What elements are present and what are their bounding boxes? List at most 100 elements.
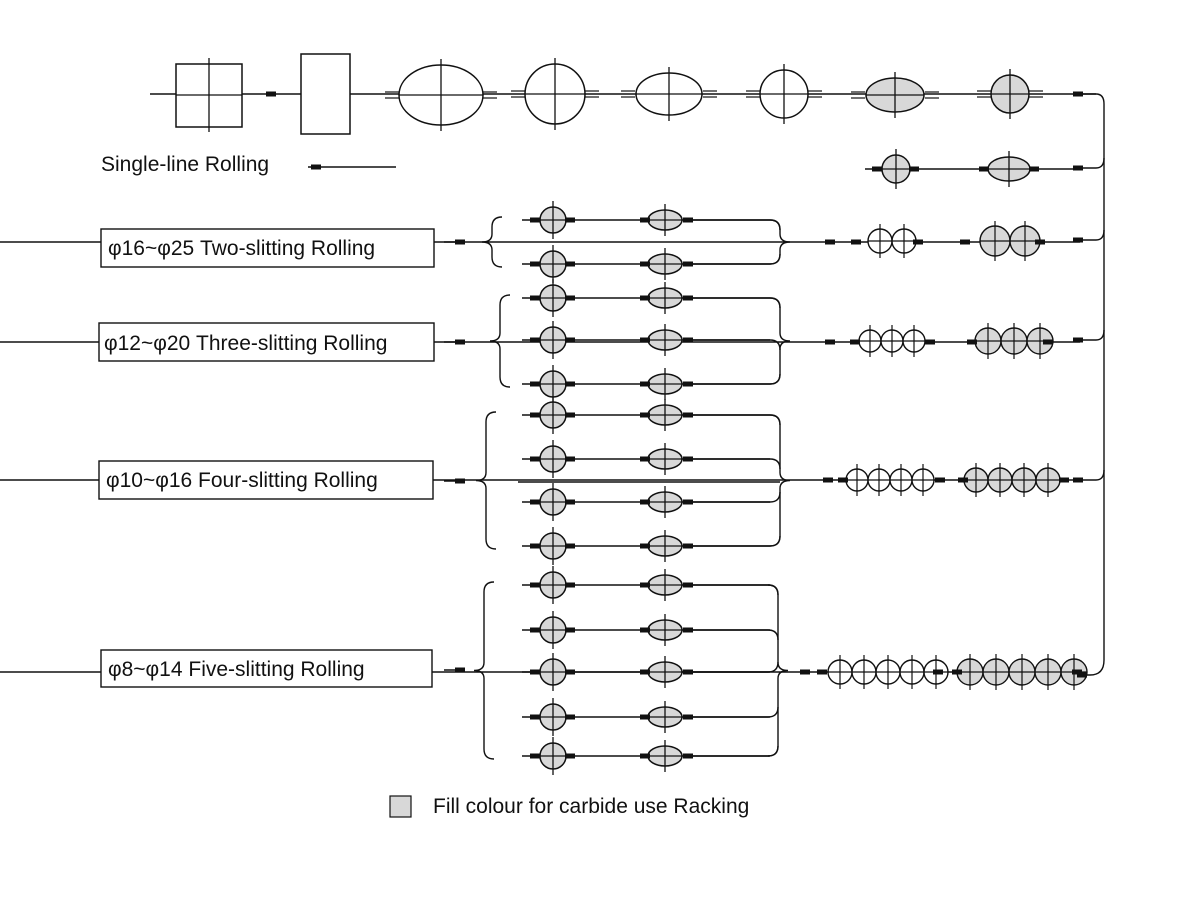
three-slitting-label: φ12~φ20 Three-slitting Rolling: [98, 322, 435, 362]
roll-guide-mark: [455, 478, 465, 484]
connector-path: [1080, 469, 1105, 481]
roll-guide-mark: [1035, 239, 1045, 245]
connector-path: [688, 629, 779, 641]
roll-guide-mark: [565, 217, 575, 223]
roll-guide-mark: [640, 261, 650, 267]
roll-guide-mark: [640, 543, 650, 549]
roll-guide-mark: [1029, 166, 1039, 172]
roll-guide-mark: [683, 381, 693, 387]
roll-guide-mark: [530, 499, 540, 505]
roll-guide-mark: [530, 582, 540, 588]
connector-path: [1080, 329, 1105, 341]
roll-guide-mark: [1073, 91, 1083, 97]
roll-guide-mark: [979, 166, 989, 172]
connector-path: [1080, 93, 1105, 676]
roll-guide-mark: [683, 337, 693, 343]
connector-path: [688, 219, 781, 231]
roll-guide-mark: [817, 669, 827, 675]
five-slitting-label: φ8~φ14 Five-slitting Rolling: [100, 649, 433, 688]
roll-guide-mark: [683, 412, 693, 418]
legend: Fill colour for carbide use Racking: [389, 795, 749, 818]
connector-path: [688, 745, 779, 757]
roll-guide-mark: [565, 381, 575, 387]
roll-guide-mark: [683, 582, 693, 588]
roll-guide-mark: [530, 543, 540, 549]
box-pass: [300, 53, 351, 135]
roll-guide-mark: [850, 339, 860, 345]
roll-guide-mark: [958, 477, 968, 483]
four-slitting-rolling-text: φ10~φ16 Four-slitting Rolling: [106, 469, 378, 492]
roll-guide-mark: [1043, 339, 1053, 345]
bracket: [767, 584, 789, 757]
roll-guide-mark: [565, 753, 575, 759]
connector-path: [688, 297, 781, 309]
bracket: [473, 581, 495, 760]
roll-guide-mark: [1072, 669, 1082, 675]
roll-guide-mark: [266, 91, 276, 97]
roll-guide-mark: [530, 714, 540, 720]
roll-guide-mark: [640, 381, 650, 387]
roll-guide-mark: [823, 477, 833, 483]
roll-guide-mark: [640, 714, 650, 720]
three-slitting-rolling-text: φ12~φ20 Three-slitting Rolling: [104, 332, 387, 355]
roll-guide-mark: [530, 381, 540, 387]
roll-guide-mark: [565, 499, 575, 505]
connector-path: [688, 661, 779, 673]
roll-guide-mark: [683, 669, 693, 675]
connector-path: [688, 373, 781, 385]
single-line-rolling-text: Single-line Rolling: [101, 153, 269, 176]
roll-guide-mark: [967, 339, 977, 345]
roll-guide-mark: [913, 239, 923, 245]
connector-path: [688, 584, 779, 596]
two-slitting-label: φ16~φ25 Two-slitting Rolling: [100, 228, 435, 268]
roll-guide-mark: [1073, 337, 1083, 343]
roll-guide-mark: [565, 669, 575, 675]
roll-guide-mark: [640, 412, 650, 418]
four-slitting-label: φ10~φ16 Four-slitting Rolling: [98, 460, 434, 500]
roll-guide-mark: [565, 261, 575, 267]
roll-guide-mark: [565, 412, 575, 418]
roll-guide-mark: [530, 295, 540, 301]
roll-guide-mark: [640, 669, 650, 675]
connector-path: [688, 458, 781, 470]
roll-guide-mark: [851, 239, 861, 245]
roll-guide-mark: [530, 412, 540, 418]
roll-guide-mark: [683, 753, 693, 759]
roll-guide-mark: [960, 239, 970, 245]
four-slitting-label-box: [98, 460, 434, 500]
roll-guide-mark: [640, 627, 650, 633]
roll-guide-mark: [640, 337, 650, 343]
roll-guide-mark: [530, 456, 540, 462]
bracket: [481, 216, 503, 268]
roll-guide-mark: [530, 261, 540, 267]
bracket: [489, 294, 511, 388]
single-line-label: Single-line Rolling: [101, 153, 269, 176]
connector-path: [1080, 229, 1105, 241]
roll-guide-mark: [683, 295, 693, 301]
legend-fill-swatch: [389, 795, 412, 818]
roll-guide-mark: [838, 477, 848, 483]
roll-guide-mark: [683, 543, 693, 549]
roll-guide-mark: [683, 627, 693, 633]
roll-guide-mark: [565, 337, 575, 343]
roll-guide-mark: [683, 217, 693, 223]
five-slitting-rolling-text: φ8~φ14 Five-slitting Rolling: [108, 658, 365, 681]
three-slitting-label-box: [98, 322, 435, 362]
bracket: [769, 297, 791, 385]
roll-guide-mark: [640, 753, 650, 759]
connector-path: [688, 253, 781, 265]
roll-guide-mark: [1077, 672, 1087, 678]
roll-guide-mark: [640, 456, 650, 462]
connector-path: [688, 535, 781, 547]
roll-guide-mark: [530, 337, 540, 343]
roll-guide-mark: [872, 166, 882, 172]
roll-guide-mark: [530, 669, 540, 675]
roll-guide-mark: [565, 543, 575, 549]
roll-guide-mark: [925, 339, 935, 345]
roll-guide-mark: [909, 166, 919, 172]
roll-guide-mark: [800, 669, 810, 675]
roll-guide-mark: [825, 339, 835, 345]
roll-guide-mark: [640, 582, 650, 588]
roll-guide-mark: [640, 217, 650, 223]
